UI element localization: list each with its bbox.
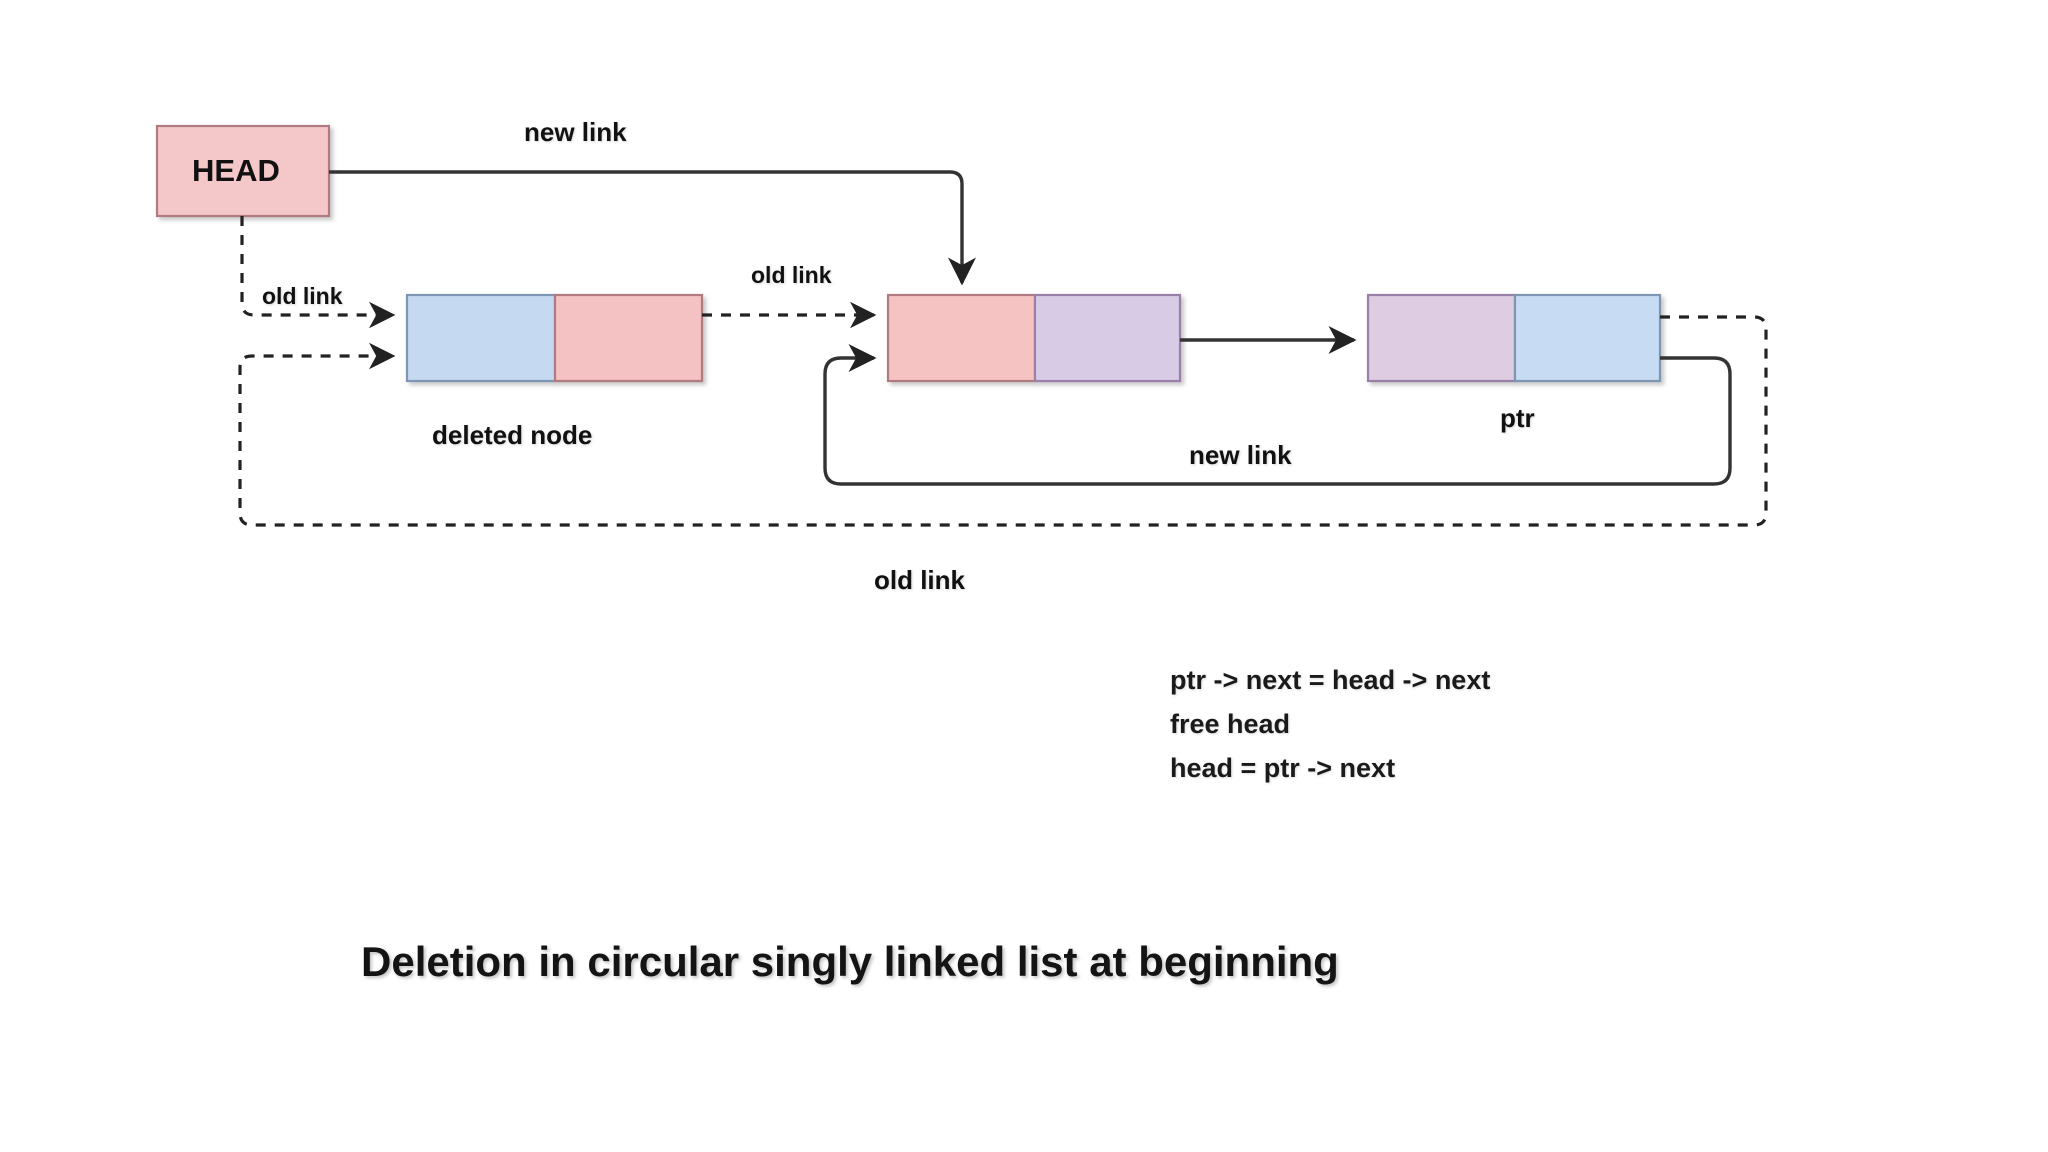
node-deleted xyxy=(405,293,704,383)
label-deleted-node: deleted node xyxy=(432,420,593,450)
label-old-link-head: old link xyxy=(262,283,343,309)
label-ptr: ptr xyxy=(1500,403,1535,433)
node-middle xyxy=(886,293,1182,383)
label-new-link-bottom: new link xyxy=(1189,440,1292,470)
node-middle-next-cell xyxy=(1033,293,1182,383)
label-old-link-mid: old link xyxy=(751,262,832,288)
old-link-ptr-to-deleted-arrow xyxy=(238,315,1768,527)
new-link-ptr-to-middle-arrow xyxy=(823,343,1732,486)
new-link-head-to-middle-arrow xyxy=(329,170,977,286)
label-new-link-top: new link xyxy=(524,117,627,147)
page-title: Deletion in circular singly linked list … xyxy=(361,938,1339,985)
node-deleted-next-cell xyxy=(553,293,704,383)
code-line-2: free head xyxy=(1170,709,1291,739)
label-old-link-bottom: old link xyxy=(874,565,965,595)
code-line-1: ptr -> next = head -> next xyxy=(1170,665,1491,695)
node-middle-data-cell xyxy=(886,293,1037,383)
head-box xyxy=(155,124,331,218)
node-ptr-next-cell xyxy=(1513,293,1662,383)
old-link-head-to-deleted-arrow xyxy=(240,216,396,329)
node-ptr-data-cell xyxy=(1366,293,1517,383)
head-label: HEAD xyxy=(192,153,280,188)
code-line-3: head = ptr -> next xyxy=(1170,753,1396,783)
node-ptr xyxy=(1366,293,1662,383)
node-deleted-data-cell xyxy=(405,293,557,383)
